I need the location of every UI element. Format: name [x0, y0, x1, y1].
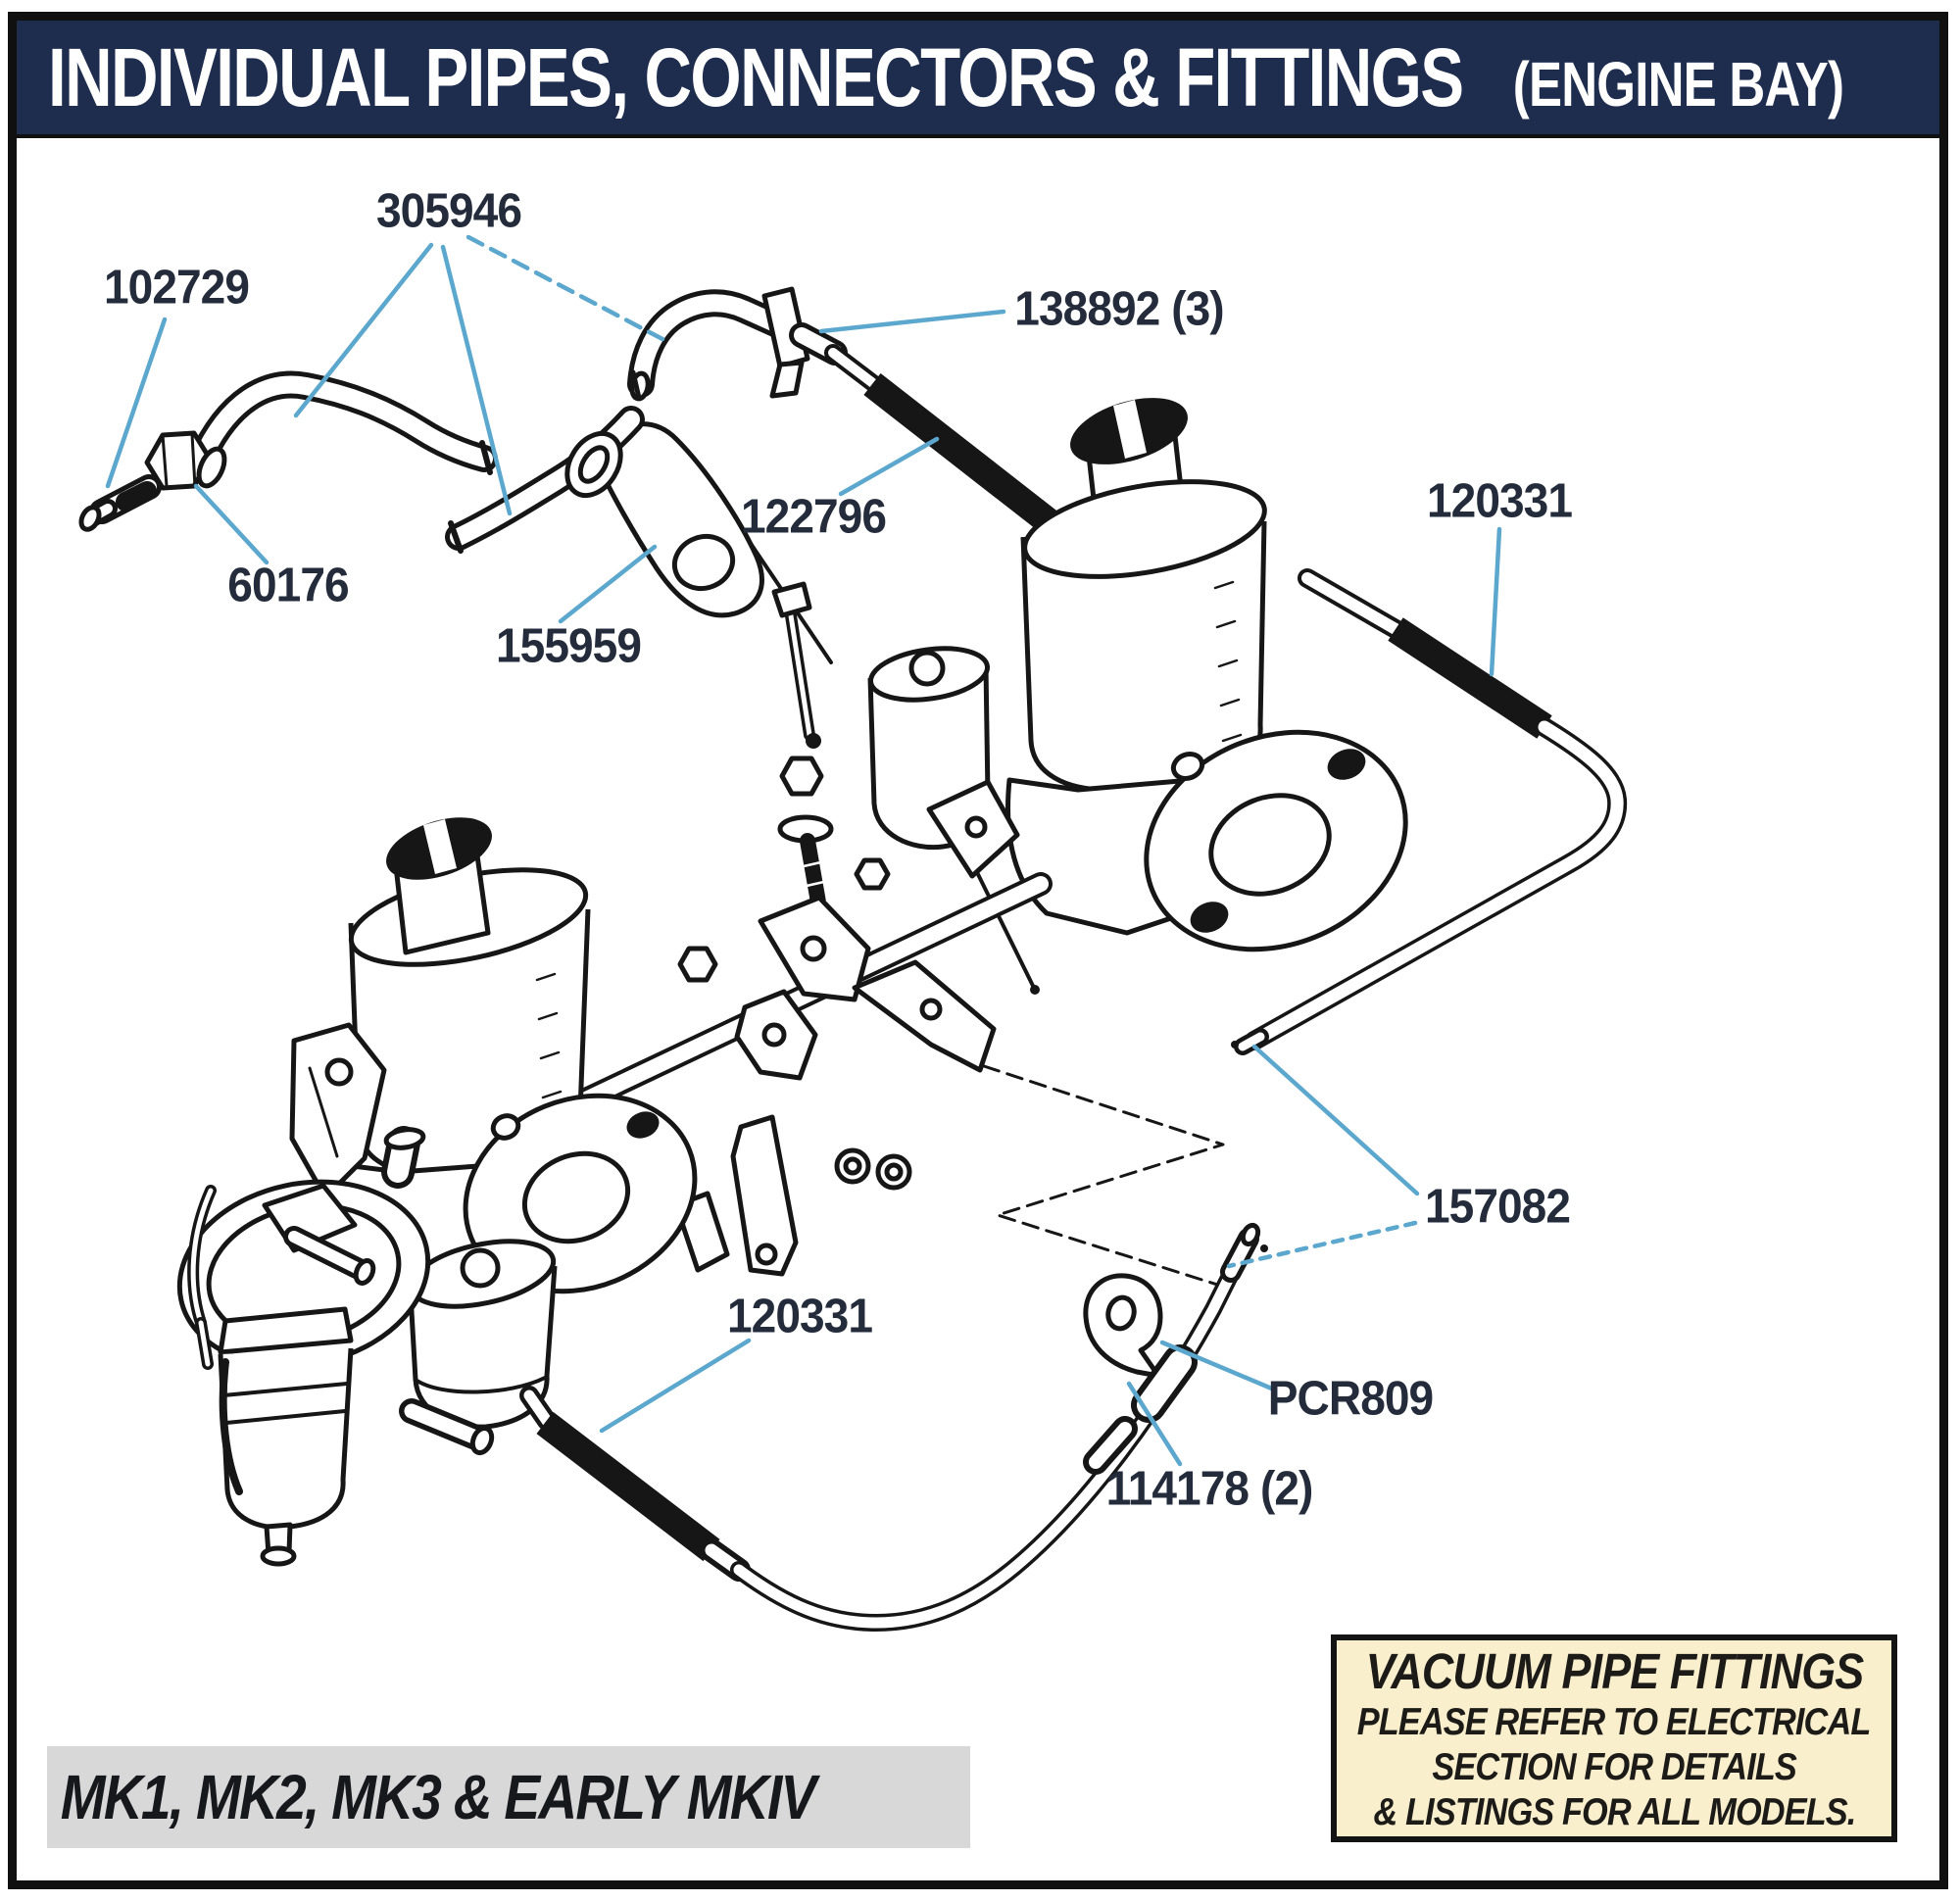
leader-305946-a: [293, 242, 434, 418]
part-label-102729: 102729: [103, 261, 250, 315]
page-title-main: INDIVIDUAL PIPES, CONNECTORS & FITTINGS: [48, 31, 1464, 123]
page-frame: INDIVIDUAL PIPES, CONNECTORS & FITTINGS …: [8, 12, 1948, 1889]
throttle-linkage: [534, 581, 1053, 1277]
model-applicability-text: MK1, MK2, MK3 & EARLY MKIV: [60, 1762, 816, 1832]
note-line: SECTION FOR DETAILS: [1432, 1746, 1797, 1789]
note-line: PLEASE REFER TO ELECTRICAL: [1357, 1701, 1872, 1744]
note-line: VACUUM PIPE FITTINGS: [1365, 1642, 1864, 1699]
note-line: & LISTINGS FOR ALL MODELS.: [1373, 1790, 1856, 1833]
leader-114178: [1126, 1381, 1183, 1467]
fuel-pump: [176, 1022, 495, 1567]
part-label-138892: 138892 (3): [1014, 282, 1224, 336]
front-carburettor: [260, 817, 698, 1430]
pipe-break-mark: [982, 1064, 1235, 1292]
part-label-114178: 114178 (2): [1105, 1462, 1314, 1516]
page-title-suffix: (ENGINE BAY): [1512, 49, 1844, 120]
clamp-pcr809: [1083, 1273, 1198, 1423]
leader-155959: [558, 544, 658, 624]
leader-pcr809: [1159, 1340, 1277, 1392]
part-label-122796: 122796: [740, 490, 887, 544]
leader-138892: [818, 309, 1006, 334]
leader-120331-tr: [1489, 526, 1502, 677]
banjo-102729: [78, 474, 162, 532]
part-label-155959: 155959: [495, 619, 642, 673]
pipe-120331-upper: [1231, 568, 1628, 1055]
hose-305946-a: [187, 370, 498, 475]
page-header: INDIVIDUAL PIPES, CONNECTORS & FITTINGS …: [17, 21, 1939, 138]
leader-305946-b: [440, 244, 513, 516]
leader-lines: [105, 234, 1502, 1467]
leader-157082-a: [1251, 1044, 1420, 1196]
model-applicability-box: MK1, MK2, MK3 & EARLY MKIV: [47, 1746, 970, 1848]
rear-carburettor: [867, 398, 1408, 995]
page-title: INDIVIDUAL PIPES, CONNECTORS & FITTINGS …: [17, 36, 1844, 120]
leader-60176: [193, 483, 270, 565]
part-label-305946: 305946: [375, 184, 522, 238]
hose-305946-c: [627, 289, 798, 402]
bracket-155959: [595, 421, 764, 618]
leader-102729: [105, 317, 168, 489]
part-label-120331-bl: 120331: [726, 1290, 873, 1343]
part-label-pcr809: PCR809: [1267, 1372, 1434, 1426]
grommet: [564, 430, 623, 499]
part-label-120331-tr: 120331: [1426, 474, 1573, 528]
leader-157082-b: [1226, 1220, 1418, 1269]
part-label-60176: 60176: [227, 559, 349, 612]
part-label-157082: 157082: [1424, 1180, 1571, 1234]
leader-120331-bl: [599, 1338, 752, 1434]
leader-305946-c: [466, 234, 665, 342]
clip-138892: [761, 286, 810, 399]
vacuum-note-box: VACUUM PIPE FITTINGS PLEASE REFER TO ELE…: [1331, 1634, 1897, 1842]
leader-122796: [838, 436, 940, 497]
pipe-157082-lower: [519, 1222, 1268, 1632]
